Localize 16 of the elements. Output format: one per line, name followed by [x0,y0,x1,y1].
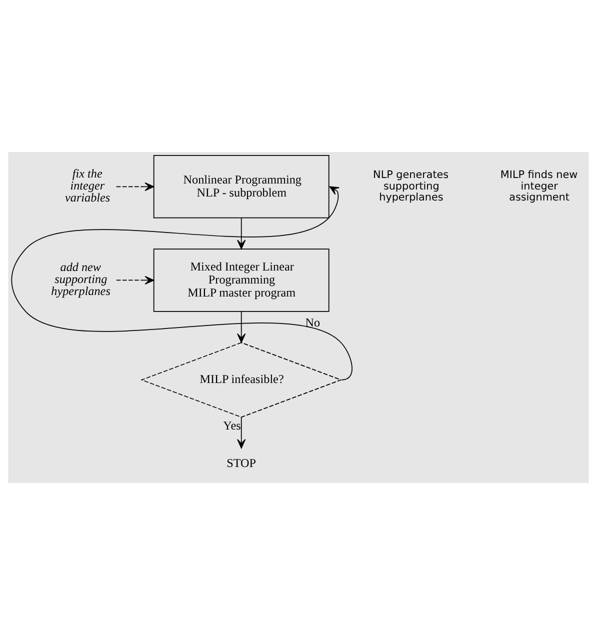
node-diamond: MILP infeasible? [140,342,342,418]
label: MILP finds new integer assignment [500,168,578,204]
node-box: Mixed Integer Linear Programming MILP master program [153,248,330,312]
arrow [11,186,352,380]
label: NLP generates supporting hyperplanes [373,168,449,204]
node-text: STOP [226,456,256,470]
edge-label: Yes [223,418,241,432]
arrow [116,182,154,190]
node-text: fix the integer variables [65,166,110,204]
arrow [237,216,246,249]
node-text: add new supporting hyperplanes [51,259,110,298]
arrow [237,310,246,342]
node-box: Nonlinear Programming NLP - subproblem [153,154,330,218]
edge-label: No [305,315,320,330]
arrow [116,275,154,284]
arrow [237,416,246,448]
